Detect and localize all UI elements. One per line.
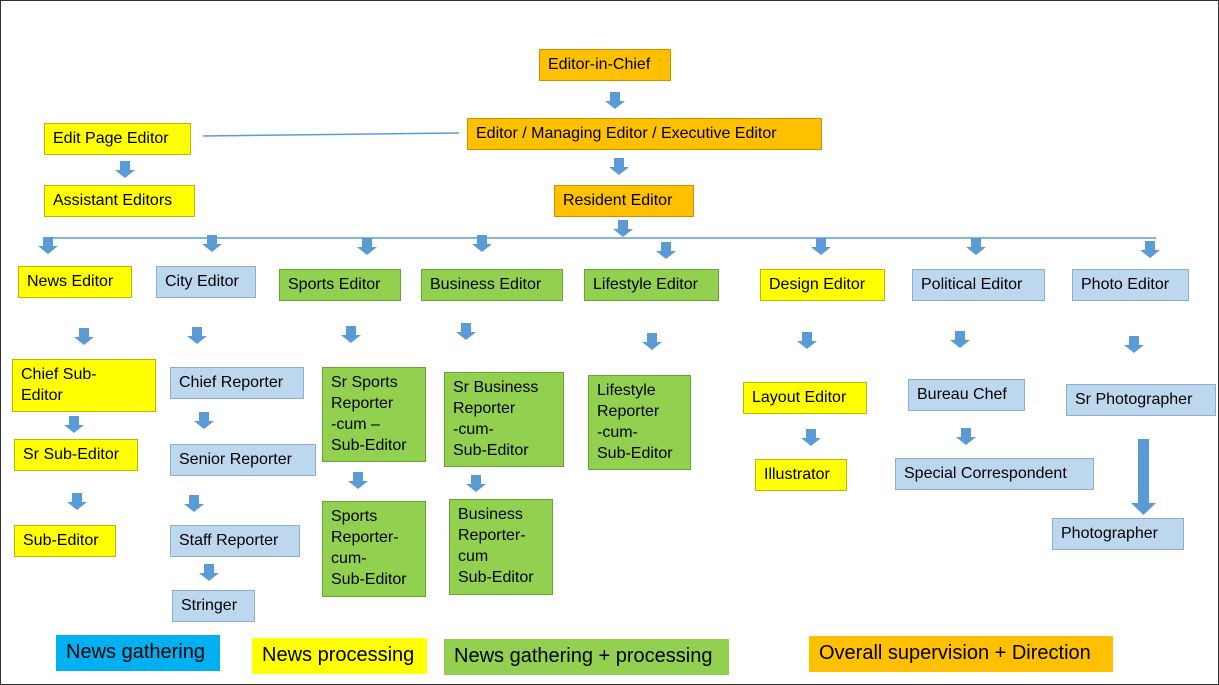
down-arrow-icon <box>357 238 377 255</box>
news-editor-box: News Editor <box>18 266 132 298</box>
down-arrow-icon <box>797 332 817 349</box>
down-arrow-icon <box>656 242 676 259</box>
lifestyle-editor-box: Lifestyle Editor <box>584 269 719 301</box>
down-arrow-icon <box>466 475 486 492</box>
stringer-box: Stringer <box>172 590 255 622</box>
down-arrow-icon <box>966 238 986 255</box>
sports-editor-box: Sports Editor <box>279 269 401 301</box>
down-arrow-icon <box>202 235 222 252</box>
sr-sports-reporter-box: Sr Sports Reporter -cum – Sub-Editor <box>322 367 426 462</box>
sr-sub-editor-box: Sr Sub-Editor <box>14 439 138 471</box>
down-arrow-icon <box>67 493 87 510</box>
down-arrow-icon <box>613 220 633 237</box>
edit-page-connector-line <box>202 132 460 137</box>
down-arrow-icon <box>74 328 94 345</box>
photographer-box: Photographer <box>1052 518 1184 550</box>
managing-editor-box: Editor / Managing Editor / Executive Edi… <box>467 118 822 150</box>
down-arrow-icon <box>1140 241 1160 258</box>
down-arrow-icon <box>642 333 662 350</box>
photo-editor-box: Photo Editor <box>1072 269 1189 301</box>
down-arrow-icon <box>38 237 58 254</box>
design-editor-box: Design Editor <box>760 269 885 301</box>
edit-page-editor-box: Edit Page Editor <box>44 123 191 155</box>
legend-news-processing: News processing <box>252 638 427 674</box>
down-arrow-icon <box>801 429 821 446</box>
down-arrow-icon <box>811 238 831 255</box>
down-arrow-icon <box>194 412 214 429</box>
chief-sub-editor-box: Chief Sub- Editor <box>12 359 156 412</box>
sub-editor-box: Sub-Editor <box>14 525 116 557</box>
sr-photographer-box: Sr Photographer <box>1066 384 1216 416</box>
resident-editor-box: Resident Editor <box>554 185 694 217</box>
down-arrow-icon <box>348 472 368 489</box>
chief-reporter-box: Chief Reporter <box>170 367 304 399</box>
legend-news-gathering: News gathering <box>56 635 220 671</box>
down-arrow-icon <box>184 495 204 512</box>
down-arrow-icon <box>341 326 361 343</box>
down-arrow-icon <box>950 331 970 348</box>
down-arrow-icon <box>187 327 207 344</box>
sr-business-reporter-box: Sr Business Reporter -cum- Sub-Editor <box>444 372 564 467</box>
business-reporter-box: Business Reporter- cum Sub-Editor <box>449 499 553 595</box>
assistant-editors-box: Assistant Editors <box>44 185 195 217</box>
political-editor-box: Political Editor <box>912 269 1045 301</box>
down-arrow-icon <box>456 323 476 340</box>
layout-editor-box: Layout Editor <box>743 382 867 414</box>
long-down-arrow <box>1131 439 1156 515</box>
editor-in-chief-box: Editor-in-Chief <box>539 49 671 81</box>
down-arrow-icon <box>64 416 84 433</box>
legend-overall-supervision: Overall supervision + Direction <box>809 636 1113 672</box>
special-correspondent-box: Special Correspondent <box>895 458 1094 490</box>
bureau-chief-box: Bureau Chef <box>908 379 1025 411</box>
down-arrow-icon <box>1124 336 1144 353</box>
arrow-group <box>38 92 1160 581</box>
staff-reporter-box: Staff Reporter <box>170 525 300 557</box>
illustrator-box: Illustrator <box>755 459 847 491</box>
down-arrow-icon <box>609 158 629 175</box>
down-arrow-icon <box>605 92 625 109</box>
business-editor-box: Business Editor <box>421 269 563 301</box>
down-arrow-icon <box>115 161 135 178</box>
lifestyle-reporter-box: Lifestyle Reporter -cum- Sub-Editor <box>588 375 691 470</box>
city-editor-box: City Editor <box>156 266 256 298</box>
down-arrow-icon <box>956 428 976 445</box>
sports-reporter-box: Sports Reporter- cum- Sub-Editor <box>322 501 426 597</box>
down-arrow-icon <box>472 235 492 252</box>
senior-reporter-box: Senior Reporter <box>170 444 316 476</box>
legend-gathering-processing: News gathering + processing <box>444 639 729 675</box>
down-arrow-icon <box>199 564 219 581</box>
